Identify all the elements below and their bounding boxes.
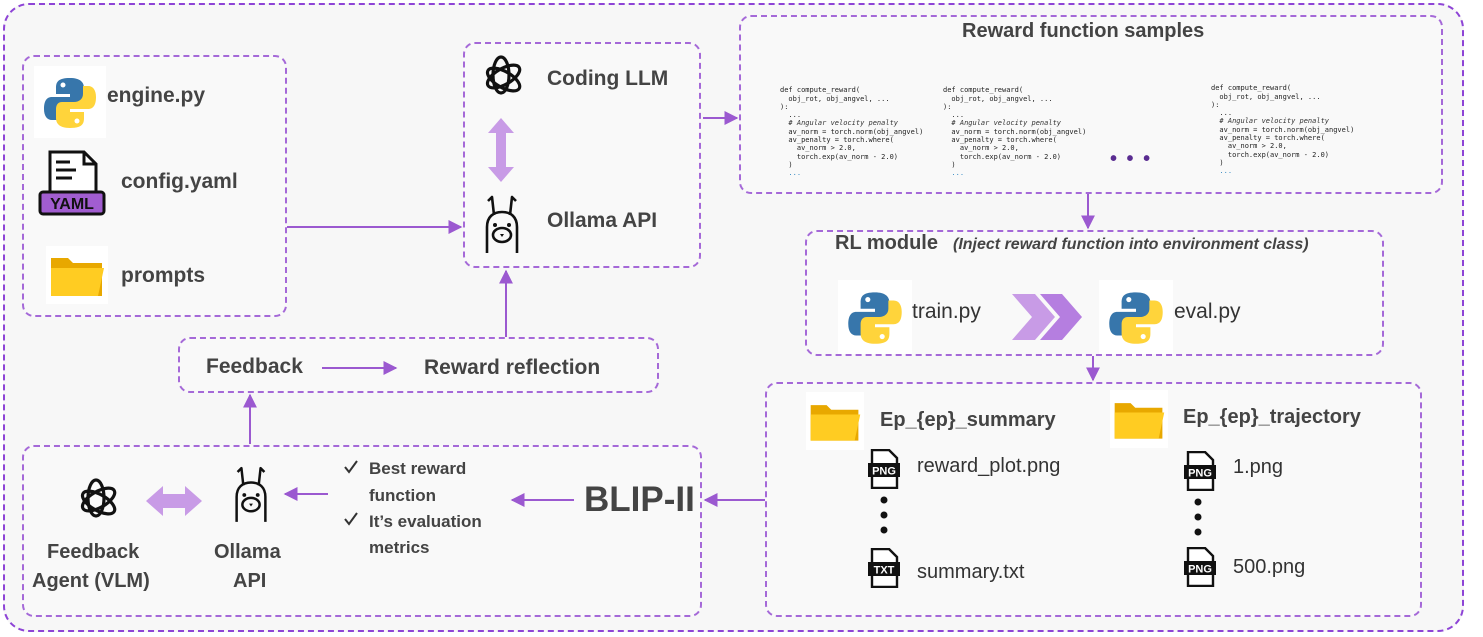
png-file-icon: PNG — [1183, 546, 1217, 588]
rl-module-subtitle: (Inject reward function into environment… — [953, 236, 1309, 253]
agent-ollama-line1: Ollama — [214, 541, 281, 563]
feedback-label: Feedback — [206, 355, 303, 378]
png-tag: PNG — [1188, 564, 1212, 576]
prompts-label: prompts — [121, 264, 205, 287]
chevron-icon — [1040, 294, 1082, 340]
folder-icon — [1110, 390, 1168, 448]
samples-ellipsis: • • • — [1110, 148, 1153, 170]
chevron-icon — [1012, 294, 1055, 340]
rl-module-title: RL module — [835, 232, 938, 254]
folder-icon — [806, 392, 864, 450]
agent-ollama-line2: API — [233, 570, 267, 592]
png-file-icon: PNG — [867, 448, 901, 490]
python-icon — [1099, 280, 1173, 354]
llama-icon — [228, 466, 274, 524]
engine-label: engine.py — [107, 84, 206, 107]
blip-label: BLIP-II — [584, 480, 695, 519]
summary-txt-label: summary.txt — [917, 561, 1025, 583]
txt-tag: TXT — [874, 565, 895, 577]
txt-file-icon: TXT — [867, 547, 901, 589]
train-label: train.py — [912, 300, 981, 323]
trajectory-folder-title: Ep_{ep}_trajectory — [1183, 406, 1361, 428]
vertical-ellipsis-icon — [880, 496, 888, 534]
config-label: config.yaml — [121, 170, 238, 193]
vertical-ellipsis-icon — [1194, 498, 1202, 536]
checklist-item-1-line2: function — [369, 486, 437, 505]
checklist-item-2-line1: It’s evaluation — [369, 512, 482, 531]
feedback-agent-box — [22, 445, 702, 617]
python-icon — [34, 66, 106, 138]
openai-icon — [71, 476, 121, 526]
folder-icon — [46, 246, 108, 304]
coding-llm-label: Coding LLM — [547, 67, 669, 90]
png-tag: PNG — [872, 466, 896, 478]
reward-plot-label: reward_plot.png — [917, 455, 1061, 477]
reward-reflection-label: Reward reflection — [424, 356, 601, 379]
first-png-label: 1.png — [1233, 456, 1284, 478]
code-sample-3: def compute_reward( obj_rot, obj_angvel,… — [1211, 84, 1355, 176]
png-tag: PNG — [1188, 468, 1212, 480]
code-sample-1: def compute_reward( obj_rot, obj_angvel,… — [780, 86, 924, 178]
yaml-tag: YAML — [50, 196, 94, 213]
double-arrow-vertical — [488, 118, 514, 182]
double-arrow-horizontal — [146, 486, 202, 516]
yaml-file-icon: YAML — [36, 148, 108, 220]
summary-folder-title: Ep_{ep}_summary — [880, 409, 1056, 431]
ollama-api-label: Ollama API — [547, 209, 658, 232]
vlm-line1: Feedback — [47, 541, 140, 563]
python-icon — [838, 280, 912, 354]
check-icon — [344, 460, 358, 474]
llama-icon — [478, 195, 526, 255]
feedback-row-box — [178, 337, 659, 393]
checklist-item-2-line2: metrics — [369, 538, 430, 557]
png-file-icon: PNG — [1183, 450, 1217, 492]
samples-title: Reward function samples — [962, 20, 1205, 42]
vlm-line2: Agent (VLM) — [32, 570, 150, 592]
openai-icon — [476, 53, 526, 103]
eval-label: eval.py — [1174, 300, 1241, 323]
samples-box — [739, 15, 1443, 194]
code-sample-2: def compute_reward( obj_rot, obj_angvel,… — [943, 86, 1087, 178]
check-icon — [344, 512, 358, 526]
checklist-item-1-line1: Best reward — [369, 459, 467, 478]
last-png-label: 500.png — [1233, 556, 1306, 578]
